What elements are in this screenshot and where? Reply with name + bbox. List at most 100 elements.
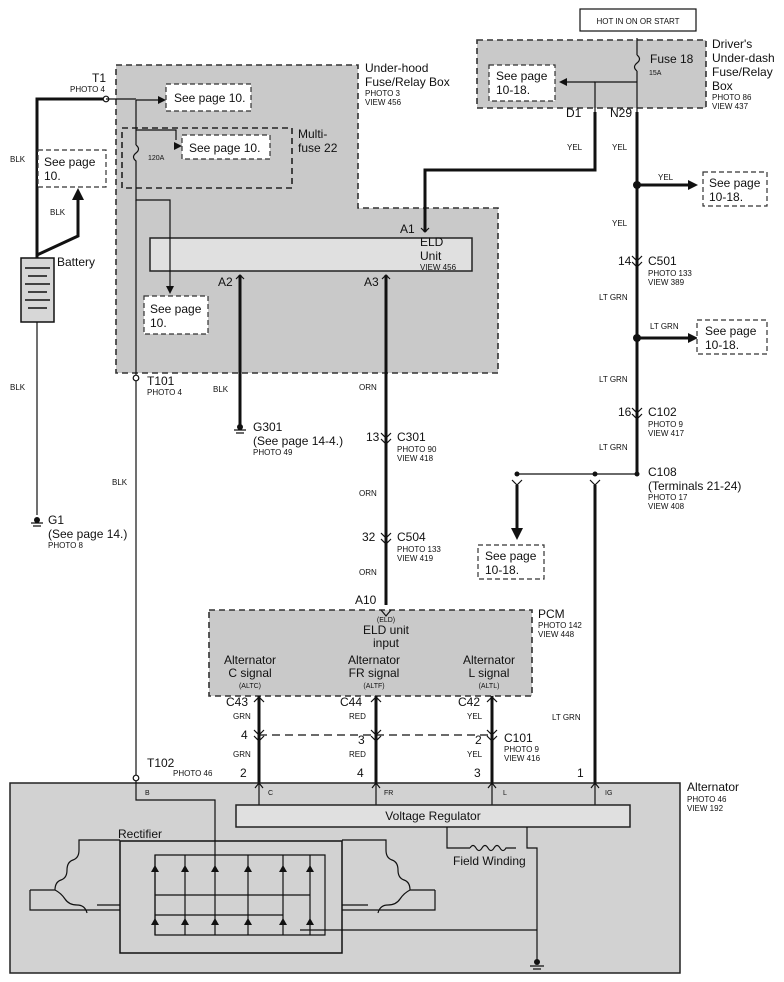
alternator-photo: PHOTO 46 (687, 795, 727, 804)
c102-pin: 16 (618, 405, 632, 419)
pcm-pin-a10: A10 (355, 593, 377, 607)
t101-label: T101 (147, 374, 175, 388)
underhood-photo: PHOTO 3 (365, 89, 401, 98)
wire-yel-5: YEL (467, 712, 483, 721)
c504-photo: PHOTO 133 (397, 545, 441, 554)
c504-label: C504 (397, 530, 426, 544)
voltage-regulator-label: Voltage Regulator (385, 809, 480, 823)
pcm-l-1: Alternator (463, 653, 515, 667)
eld-title-2: Unit (420, 249, 442, 263)
stator-coils-left (29, 839, 120, 914)
see-1018-b-1: See page (705, 324, 757, 338)
hot-in-on-label-box (579, 8, 697, 32)
g301-ground-icon (234, 429, 246, 434)
multifuse-amp: 120A (148, 155, 165, 162)
underhood-see-page-3b: 10. (150, 316, 167, 330)
rectifier-diodes (151, 865, 314, 925)
g1-see: (See page 14.) (48, 527, 127, 541)
alternator-ground-icon (530, 965, 544, 970)
pcm-view: VIEW 448 (538, 630, 575, 639)
dash-title-4: Box (712, 79, 733, 93)
pcm-box (208, 609, 533, 697)
wire-red-1: RED (349, 712, 366, 721)
g301-label: G301 (253, 420, 283, 434)
pcm-l-2: L signal (469, 666, 510, 680)
c501-photo: PHOTO 133 (648, 269, 692, 278)
fuse-18-symbol (594, 38, 641, 112)
n29-label: N29 (610, 106, 632, 120)
pcm-pin-c43: C43 (226, 695, 248, 709)
dash-title-2: Under-dash (712, 51, 775, 65)
alternator-view: VIEW 192 (687, 804, 724, 813)
underhood-see-page-2: See page 10. (189, 141, 260, 155)
battery-label: Battery (57, 255, 95, 269)
c301-pin: 13 (366, 430, 380, 444)
pcm-fr-1: Alternator (348, 653, 400, 667)
c501-connector (631, 255, 643, 268)
fuse-18-amp: 15A (649, 70, 662, 77)
g1-ground-icon (31, 522, 43, 527)
alt-term-fr: FR (384, 790, 393, 797)
hot-in-on-label: HOT IN ON OR START (596, 17, 679, 26)
c108-view: VIEW 408 (648, 502, 685, 511)
wire-blk-1: BLK (10, 155, 26, 164)
wire-yel-1: YEL (567, 143, 583, 152)
voltage-regulator-box (235, 804, 631, 828)
alt-term-b: B (145, 790, 150, 797)
eld-pin-a3: A3 (364, 275, 379, 289)
g301-see: (See page 14-4.) (253, 434, 343, 448)
c102-photo: PHOTO 9 (648, 420, 684, 429)
wire-yel-3: YEL (658, 173, 674, 182)
pcm-photo: PHOTO 142 (538, 621, 582, 630)
c102-view: VIEW 417 (648, 429, 685, 438)
wire-blk-2: BLK (50, 208, 66, 217)
stator-coils-right (342, 839, 436, 914)
c101-view: VIEW 416 (504, 754, 541, 763)
wire-red-2: RED (349, 750, 366, 759)
c301-connector (380, 432, 392, 445)
c504-view: VIEW 419 (397, 554, 434, 563)
field-winding-label: Field Winding (453, 854, 526, 868)
dash-see-page-2: 10-18. (496, 83, 530, 97)
wire-ltgrn-3: LT GRN (599, 375, 628, 384)
c504-pin: 32 (362, 530, 376, 544)
rectifier-label: Rectifier (118, 827, 162, 841)
d1-to-a1-wire (423, 112, 597, 232)
underhood-see-page-3a: See page (150, 302, 202, 316)
underhood-see-page-box-1 (165, 83, 252, 112)
c108-photo: PHOTO 17 (648, 493, 688, 502)
multifuse-22-box (121, 127, 293, 189)
c101-pin-2: 2 (475, 733, 482, 747)
g1-photo: PHOTO 8 (48, 541, 84, 550)
dash-photo: PHOTO 86 (712, 93, 752, 102)
wire-ltgrn-1: LT GRN (599, 293, 628, 302)
dash-title-1: Driver's (712, 37, 752, 51)
battery-see-page-2: 10. (44, 169, 61, 183)
underhood-see-page-box-3 (143, 295, 209, 335)
pcm-pin-c42: C42 (458, 695, 480, 709)
pcm-l-code: (ALTL) (479, 683, 500, 690)
underhood-title-1: Under-hood (365, 61, 428, 75)
field-winding (446, 827, 538, 960)
pcm-signal-wires (257, 696, 494, 783)
see-1018-b-2: 10-18. (705, 338, 739, 352)
eld-unit-box (149, 237, 473, 272)
c108-terms: (Terminals 21-24) (648, 479, 741, 493)
alt-pin-3: 3 (474, 766, 481, 780)
wire-grn-1: GRN (233, 712, 251, 721)
pcm-c-2: C signal (228, 666, 271, 680)
wire-orn-3: ORN (359, 568, 377, 577)
alt-pin-4: 4 (357, 766, 364, 780)
see-1018-a-1: See page (709, 176, 761, 190)
t1-label: T1 (92, 71, 106, 85)
battery-see-page-1: See page (44, 155, 96, 169)
dash-view: VIEW 437 (712, 102, 749, 111)
multifuse-label-1: Multi- (298, 127, 327, 141)
c501-view: VIEW 389 (648, 278, 685, 287)
eld-pin-a2: A2 (218, 275, 233, 289)
see-1018-c-2: 10-18. (485, 563, 519, 577)
underhood-view: VIEW 456 (365, 98, 402, 107)
c504-connector (380, 532, 392, 545)
t101-photo: PHOTO 4 (147, 388, 183, 397)
pcm-c-1: Alternator (224, 653, 276, 667)
